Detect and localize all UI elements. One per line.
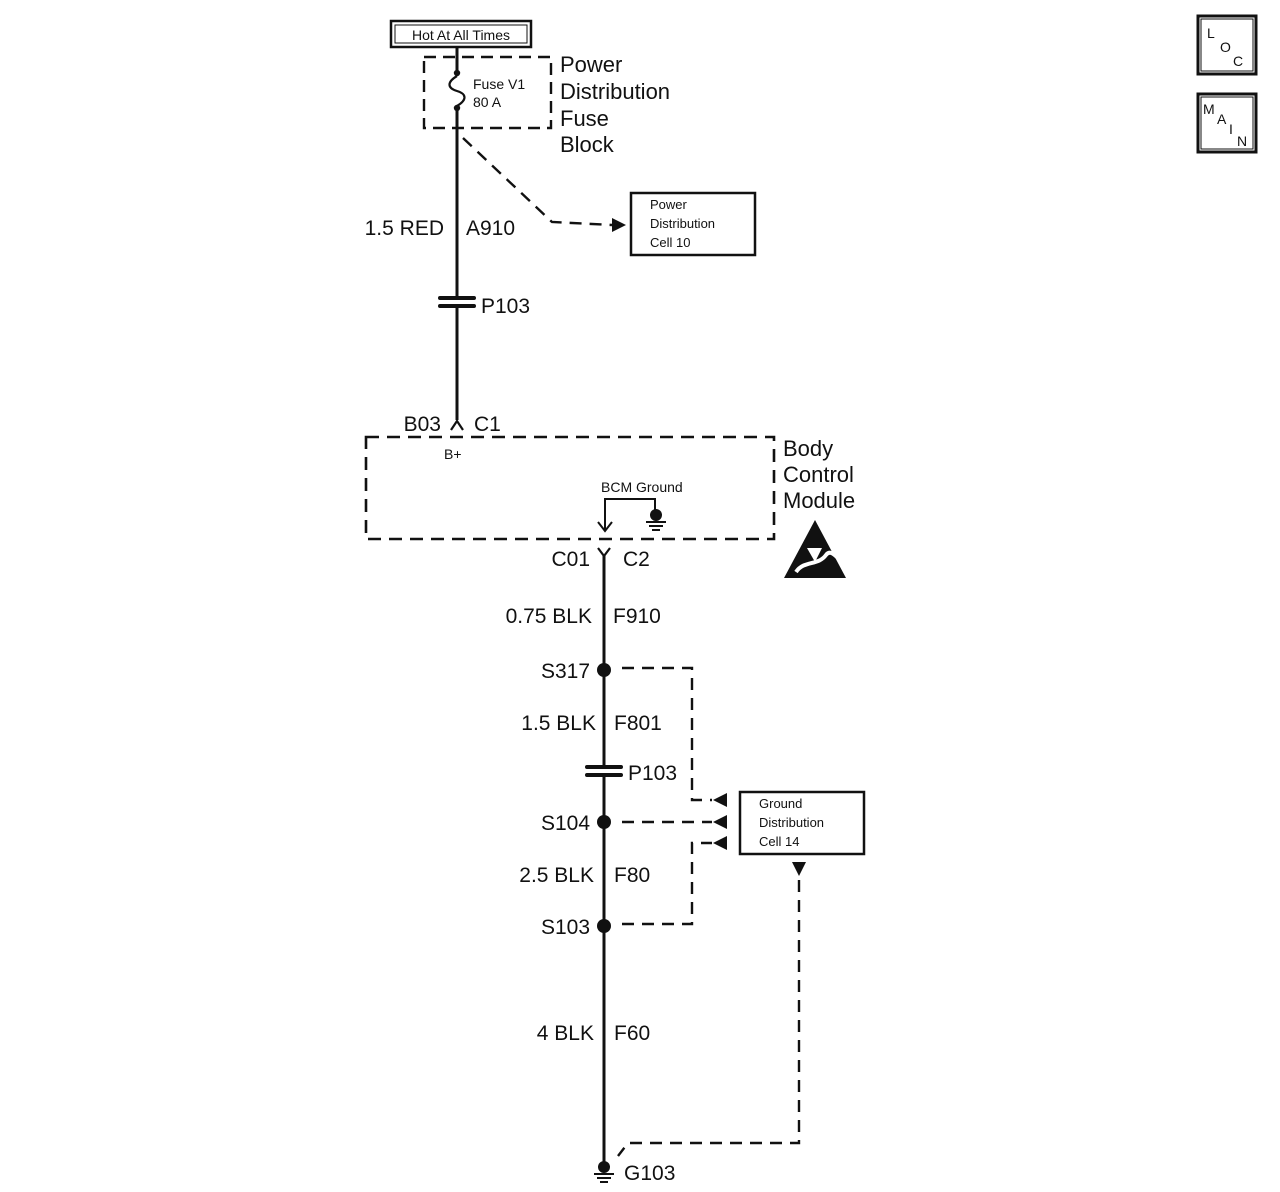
connector-upper-label: P103 [481, 295, 530, 318]
wire-f910-circuit: F910 [613, 605, 661, 628]
main-letter-m: M [1203, 101, 1215, 117]
wire-f60-size-color: 4 BLK [537, 1022, 594, 1045]
fuse-rating: 80 A [473, 94, 502, 110]
power-cell-reference-line [462, 137, 613, 227]
fuse-block-line-4: Block [560, 132, 615, 157]
bcm-ground-icon [597, 498, 666, 533]
fuse-icon [448, 69, 466, 112]
loc-icon[interactable]: L O C [1196, 14, 1258, 76]
bcm-outline [364, 435, 776, 541]
ground-cell-line-2: Distribution [759, 815, 824, 830]
ground-cell-line-3: Cell 14 [759, 834, 799, 849]
main-letter-a: A [1217, 111, 1227, 127]
bcm-label: Body Control Module [783, 436, 855, 513]
ground-distribution-cell-box[interactable]: Ground Distribution Cell 14 [738, 790, 866, 856]
bcm-line-3: Module [783, 488, 855, 513]
bcm-output-pin-icon [597, 547, 611, 558]
ground-ref-arrow-icon-2 [713, 815, 727, 829]
loc-letter-c: C [1233, 53, 1243, 69]
inline-connector-lower-icon [585, 765, 623, 777]
fuse-block-line-1: Power [560, 52, 622, 77]
splice-s103-label: S103 [541, 916, 590, 939]
wire-f801-size-color: 1.5 BLK [521, 712, 596, 735]
s317-ground-reference-line [622, 666, 712, 802]
fuse-block-line-3: Fuse [560, 106, 609, 131]
ground-cell-down-arrow-icon [792, 862, 806, 876]
bcm-input-connector: C1 [474, 413, 501, 436]
wire-f801-circuit: F801 [614, 712, 662, 735]
splice-s104-label: S104 [541, 812, 590, 835]
power-cell-arrow-icon [612, 218, 626, 232]
power-source-box: Hot At All Times [389, 19, 533, 49]
splice-s103-icon [597, 919, 611, 933]
esd-warning-icon [784, 520, 846, 578]
s103-ground-reference-line [622, 841, 712, 926]
wire-a910-size-color: 1.5 RED [365, 217, 444, 240]
ground-cell-line-1: Ground [759, 796, 802, 811]
wire-f60-circuit: F60 [614, 1022, 650, 1045]
fuse-block-line-2: Distribution [560, 79, 670, 104]
ground-ref-arrow-icon-1 [713, 793, 727, 807]
loc-letter-l: L [1207, 25, 1215, 41]
bcm-input-pin: B03 [404, 413, 441, 436]
fuse-block-outline [422, 55, 553, 130]
main-letter-n: N [1237, 133, 1247, 149]
fuse-name: Fuse V1 [473, 76, 525, 92]
loc-letter-o: O [1220, 39, 1231, 55]
wire-f80-circuit: F80 [614, 864, 650, 887]
power-source-label: Hot At All Times [412, 27, 510, 43]
connector-lower-label: P103 [628, 762, 677, 785]
power-distribution-cell-box[interactable]: Power Distribution Cell 10 [629, 191, 757, 257]
wire-f80-size-color: 2.5 BLK [519, 864, 594, 887]
wire-a910-circuit: A910 [466, 217, 515, 240]
wire-f910-size-color: 0.75 BLK [506, 605, 592, 628]
bcm-ground-label: BCM Ground [601, 479, 683, 495]
splice-s317-label: S317 [541, 660, 590, 683]
ground-g103-label: G103 [624, 1162, 675, 1185]
main-letter-i: I [1229, 121, 1233, 137]
main-icon[interactable]: M A I N [1196, 92, 1258, 154]
splice-s104-icon [597, 815, 611, 829]
ground-ref-arrow-icon-3 [713, 836, 727, 850]
ground-g103-icon [594, 1161, 614, 1183]
inline-connector-icon [438, 296, 476, 308]
power-cell-line-1: Power [650, 197, 688, 212]
bcm-line-2: Control [783, 462, 854, 487]
bcm-output-pin: C01 [551, 548, 590, 571]
fuse-block-label: Power Distribution Fuse Block [560, 52, 670, 157]
g103-ground-reference-line [617, 880, 801, 1157]
bcm-input-pin-icon [450, 419, 464, 431]
splice-s317-icon [597, 663, 611, 677]
power-cell-line-3: Cell 10 [650, 235, 690, 250]
bcm-b-plus: B+ [444, 446, 462, 462]
bcm-line-1: Body [783, 436, 833, 461]
power-cell-line-2: Distribution [650, 216, 715, 231]
bcm-output-connector: C2 [623, 548, 650, 571]
